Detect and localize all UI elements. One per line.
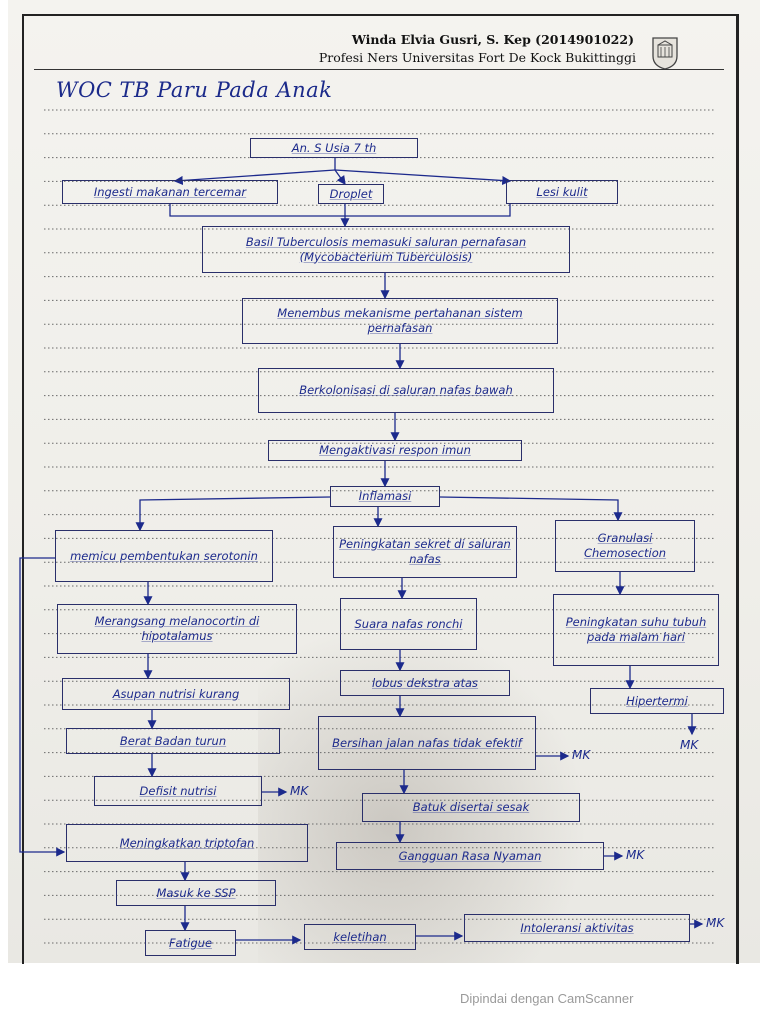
node-breath-sound: Suara nafas ronchi (340, 598, 477, 650)
mk-label-comfort: MK (626, 848, 645, 862)
mk-label-nutrition: MK (290, 784, 309, 798)
node-intolerance: Intoleransi aktivitas (464, 914, 690, 942)
node-low-intake: Asupan nutrisi kurang (62, 678, 290, 710)
ruled-lines (44, 109, 716, 944)
node-fatigue: Fatigue (145, 930, 236, 956)
page-frame (22, 14, 739, 964)
node-granulation: Granulasi Chemosection (555, 520, 695, 572)
paper-sheet (8, 0, 760, 964)
node-cns: Masuk ke SSP (116, 880, 276, 906)
node-weight-loss: Berat Badan turun (66, 728, 280, 754)
author-institution: Profesi Ners Universitas Fort De Kock Bu… (318, 50, 636, 65)
university-crest-icon (652, 37, 678, 70)
mk-label-hyperthermia: MK (680, 738, 699, 752)
mk-label-airway: MK (572, 748, 591, 762)
page-title: WOC TB Paru Pada Anak (56, 78, 333, 102)
mk-label-intolerance: MK (706, 916, 725, 930)
flow-arrows (19, 158, 704, 945)
node-serotonin: memicu pembentukan serotonin (55, 530, 273, 582)
node-bacillus: Basil Tuberculosis memasuki saluran pern… (202, 226, 570, 273)
node-activate: Mengaktivasi respon imun (268, 440, 522, 461)
node-nutrition-deficit: Defisit nutrisi (94, 776, 262, 806)
node-cough: Batuk disertai sesak (362, 793, 580, 822)
scanner-watermark: Dipindai dengan CamScanner (460, 991, 634, 1006)
node-fever-night: Peningkatan suhu tubuh pada malam hari (553, 594, 719, 666)
node-upper-lobe: lobus dekstra atas (340, 670, 510, 696)
node-tryptophan: Meningkatkan triptofan (66, 824, 308, 862)
node-tiredness: keletihan (304, 924, 416, 950)
node-colonize: Berkolonisasi di saluran nafas bawah (258, 368, 554, 413)
node-airway: Bersihan jalan nafas tidak efektif (318, 716, 536, 770)
node-hyperthermia: Hipertermi (590, 688, 724, 714)
node-skin-lesion: Lesi kulit (506, 180, 618, 204)
node-secretion: Peningkatan sekret di saluran nafas (333, 526, 517, 578)
node-melanocortin: Merangsang melanocortin di hipotalamus (57, 604, 297, 654)
hand-shadow (258, 620, 588, 963)
node-patient: An. S Usia 7 th (250, 138, 418, 158)
node-comfort: Gangguan Rasa Nyaman (336, 842, 604, 870)
node-droplet: Droplet (318, 184, 384, 204)
node-penetrate: Menembus mekanisme pertahanan sistem per… (242, 298, 558, 344)
header-divider (34, 69, 724, 70)
node-inflammation: Inflamasi (330, 486, 440, 507)
author-name: Winda Elvia Gusri, S. Kep (2014901022) (351, 32, 634, 47)
node-ingestion: Ingesti makanan tercemar (62, 180, 278, 204)
